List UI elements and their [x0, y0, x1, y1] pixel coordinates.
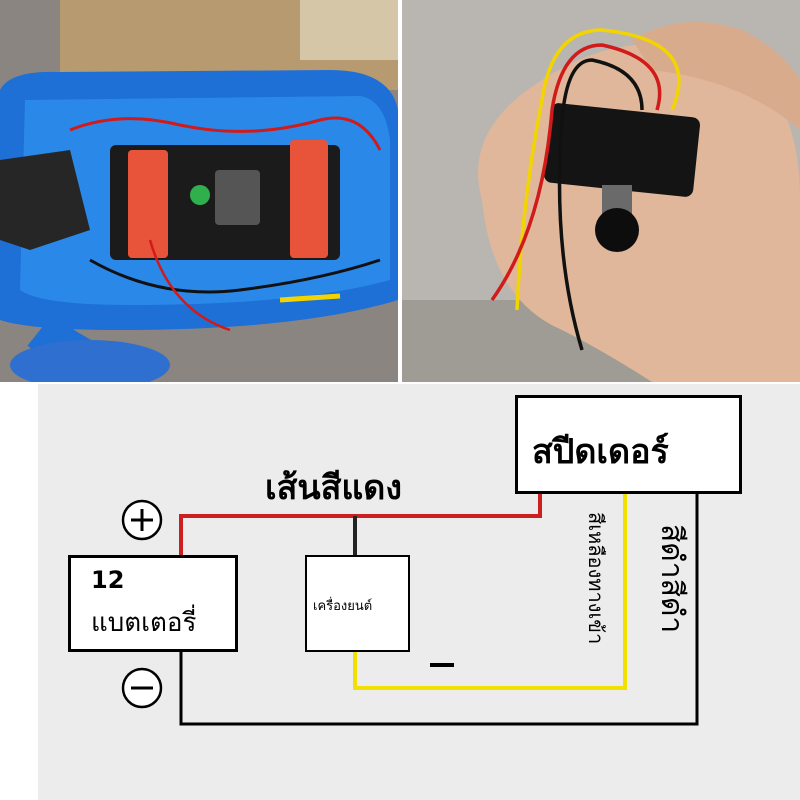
yellow-wire [353, 494, 627, 690]
speedometer-label: สปีดเดอร์ [532, 432, 669, 472]
red-wire [179, 494, 542, 556]
engine-box: เครื่องยนต์ [305, 555, 410, 652]
battery-voltage: 12 [91, 566, 125, 594]
black-wire [179, 494, 699, 726]
yellow-wire-label: สีเหลืองทางเข้า [584, 512, 608, 645]
engine-label: เครื่องยนต์ [313, 599, 373, 614]
scooter-wiring-photo [0, 0, 398, 382]
engine-minus-mark [430, 663, 454, 667]
red-wire-label: เส้นสีแดง [265, 468, 402, 508]
black-wire-label: สีดำสีดำ [654, 524, 689, 634]
battery-box: 12 แบตเตอรี่ [68, 555, 238, 652]
speed-sensor-photo [402, 0, 800, 382]
speedometer-box: สปีดเดอร์ [515, 395, 742, 494]
battery-label: แบตเตอรี่ [91, 608, 197, 638]
